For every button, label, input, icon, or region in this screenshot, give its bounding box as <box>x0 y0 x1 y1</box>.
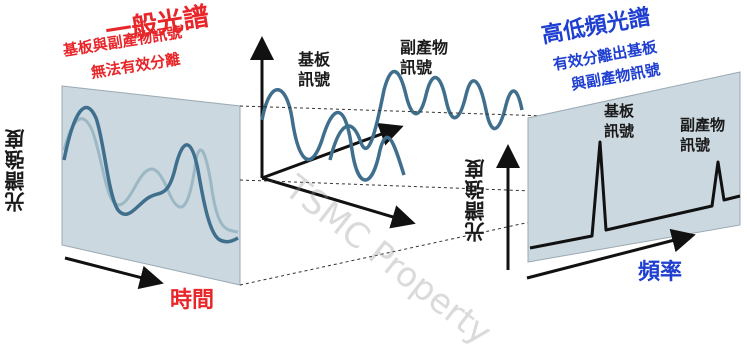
byproduct-wave <box>328 69 524 161</box>
substrate-label-line2: 訊號 <box>298 70 331 89</box>
time-signal-dark-wave <box>62 105 239 244</box>
byproduct-label-line1: 副產物 <box>400 38 449 57</box>
diagram-graphics <box>61 36 741 290</box>
peak1-label-line1: 基板 <box>604 102 635 120</box>
time-signal-light-wave <box>62 117 239 234</box>
middle-x-axis <box>261 176 416 229</box>
frequency-domain-panel <box>496 71 741 280</box>
peak2-label-line1: 副產物 <box>680 116 726 134</box>
spectrum-comparison-diagram: TSMC Property 一般光譜 基板與副產物訊號 無法有效分離 光譜強度 … <box>4 2 741 353</box>
projection-guide-bottom <box>239 221 531 286</box>
left-y-axis-label: 光譜強度 <box>4 128 28 212</box>
peak1-label-line2: 訊號 <box>604 122 635 140</box>
time-axis-arrow <box>64 256 164 290</box>
left-x-axis-label: 時間 <box>170 288 215 313</box>
time-domain-panel <box>61 85 241 290</box>
frequency-axis-arrow <box>526 228 696 280</box>
byproduct-label-line2: 訊號 <box>400 58 433 77</box>
right-y-axis-label: 光譜強度 <box>464 158 488 242</box>
frequency-panel-plane <box>527 71 741 263</box>
projection-guide-mid <box>239 179 721 199</box>
substrate-wave <box>260 88 406 182</box>
substrate-label-line1: 基板 <box>298 50 331 69</box>
frequency-spectrum-line <box>529 140 741 250</box>
right-x-axis-label: 頻率 <box>638 260 683 285</box>
middle-z-axis <box>261 122 404 180</box>
time-panel-plane <box>61 85 241 286</box>
peak2-label-line2: 訊號 <box>680 136 711 154</box>
